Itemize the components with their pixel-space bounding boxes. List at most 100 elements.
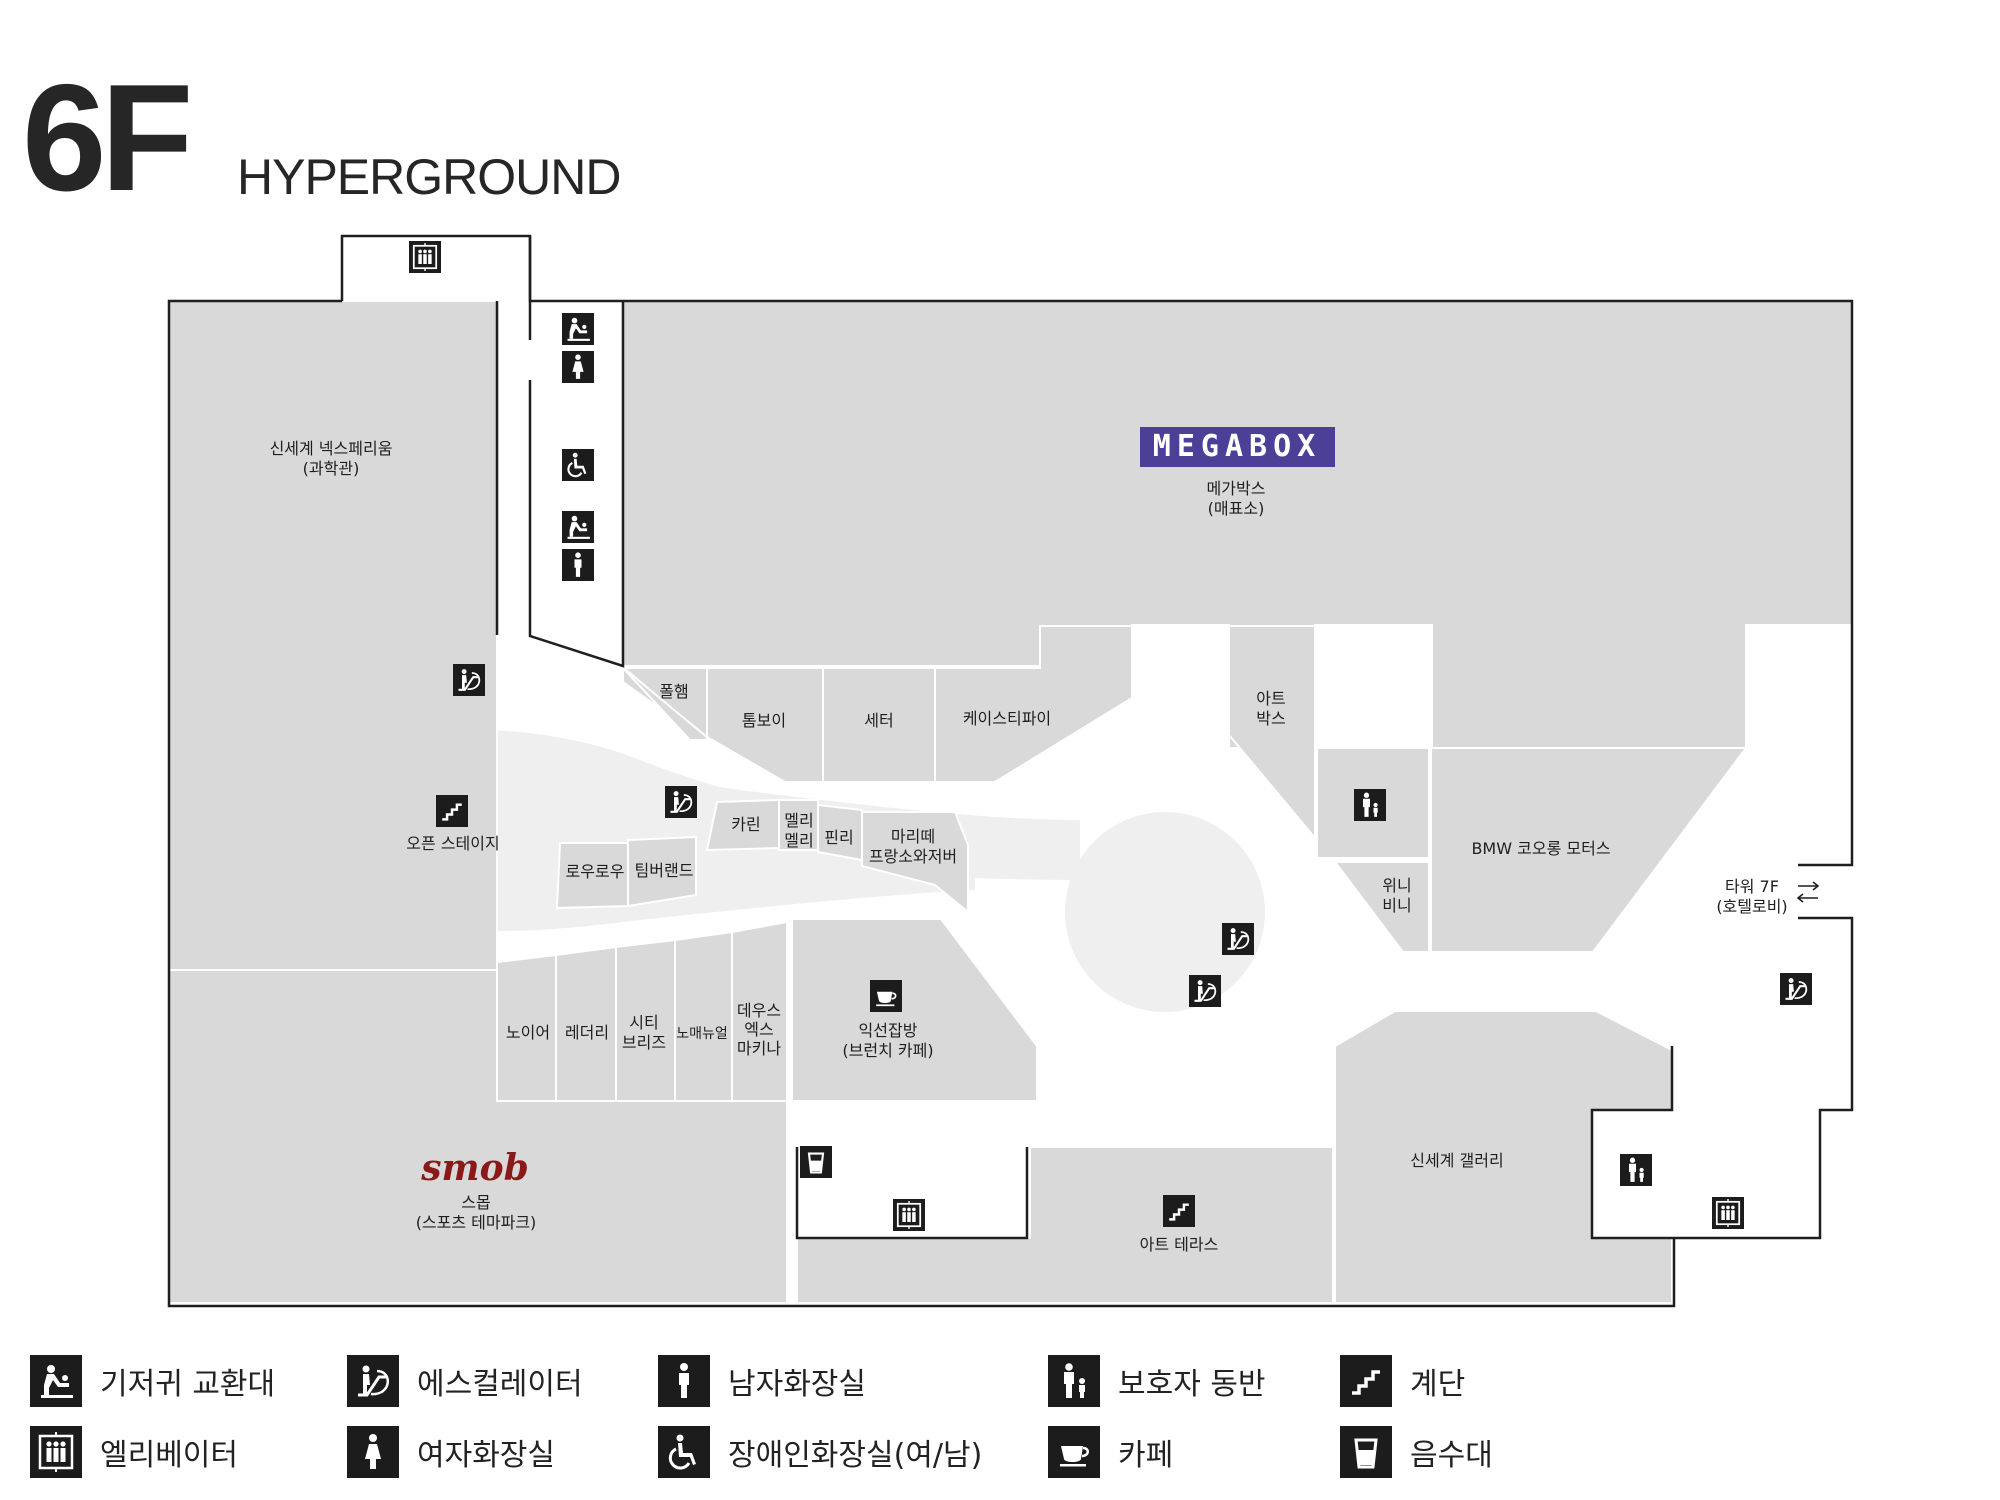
floor-map: MEGABOX smob 신세계 넥스페리움 (과학관) 메가박스 (매표소) … — [167, 234, 1854, 1308]
diaper-changing-icon — [562, 313, 594, 345]
store-art-terrace[interactable] — [796, 1146, 1334, 1304]
legend-label: 남자화장실 — [728, 1367, 866, 1402]
legend-label: 기저귀 교환대 — [100, 1367, 276, 1402]
legend-label: 계단 — [1410, 1367, 1466, 1402]
label-citybreeze-2: 브리즈 — [622, 1033, 666, 1052]
label-nexperium-1: 신세계 넥스페리움 — [270, 439, 393, 458]
accessible-restroom-icon — [658, 1426, 710, 1478]
label-polham: 폴햄 — [659, 682, 688, 701]
stairs-icon — [436, 795, 468, 827]
store-timberland[interactable] — [627, 835, 697, 908]
legend-item-escalator: 에스컬레이터 — [347, 1355, 583, 1407]
legend-item-elevator: 엘리베이터 — [30, 1426, 238, 1478]
label-winnie-2: 비니 — [1382, 896, 1411, 915]
tower-wall — [1590, 916, 1854, 1240]
legend-label: 음수대 — [1410, 1438, 1493, 1473]
store-marithe[interactable] — [861, 811, 969, 915]
central-atrium — [1065, 812, 1265, 1012]
diaper-changing-icon — [30, 1355, 82, 1407]
diaper-changing-icon — [562, 511, 594, 543]
accessible-restroom-icon — [562, 449, 594, 481]
label-art-terrace: 아트 테라스 — [1140, 1235, 1219, 1254]
label-iksun-1: 익선잡방 — [859, 1021, 918, 1040]
label-nexperium-2: (과학관) — [303, 459, 360, 478]
floor-number: 6F — [22, 53, 193, 223]
legend-item-womens: 여자화장실 — [347, 1426, 555, 1478]
label-winnie-1: 위니 — [1382, 876, 1411, 895]
outer-wall-left — [167, 299, 1676, 1308]
restroom-corridor-wall — [528, 236, 625, 668]
store-deus[interactable] — [731, 920, 788, 1102]
elevator-icon — [409, 241, 441, 273]
store-artbox[interactable] — [1228, 625, 1316, 841]
escalator-icon — [1189, 975, 1221, 1007]
label-melimeli-2: 멜리 — [784, 831, 813, 850]
store-winnie[interactable] — [1332, 861, 1430, 953]
store-iksun[interactable] — [791, 918, 1038, 1102]
label-casetify: 케이스티파이 — [963, 709, 1051, 728]
elevator-icon — [893, 1199, 925, 1231]
building-outline — [340, 234, 1854, 867]
legend-label: 엘리베이터 — [100, 1438, 238, 1473]
legend-item-stairs: 계단 — [1340, 1355, 1465, 1407]
label-rowrow: 로우로우 — [566, 862, 625, 881]
label-gallery: 신세계 갤러리 — [1410, 1151, 1503, 1170]
elevator-icon — [1712, 1197, 1744, 1229]
label-tomboy: 톰보이 — [742, 711, 786, 730]
store-setter[interactable] — [822, 667, 936, 783]
label-artbox-1: 아트 — [1256, 689, 1285, 708]
label-timberland: 팀버랜드 — [635, 861, 694, 880]
escalator-icon — [347, 1355, 399, 1407]
womens-restroom-icon — [347, 1426, 399, 1478]
store-casetify[interactable] — [934, 625, 1133, 783]
label-deus-1: 데우스 — [737, 1001, 781, 1020]
elevator-icon — [30, 1426, 82, 1478]
label-megabox-2: (매표소) — [1208, 499, 1265, 518]
store-nomanual[interactable] — [674, 930, 733, 1102]
store-tomboy[interactable] — [706, 667, 824, 783]
label-artbox-2: 박스 — [1256, 709, 1285, 728]
store-polham-area[interactable] — [621, 667, 708, 740]
label-pinri: 핀리 — [824, 828, 853, 847]
legend-label: 장애인화장실(여/남) — [728, 1438, 983, 1473]
smob-logo: smob — [420, 1147, 529, 1189]
label-citybreeze-1: 시티 — [629, 1013, 658, 1032]
legend-label: 보호자 동반 — [1118, 1367, 1266, 1402]
legend-item-family: 보호자 동반 — [1048, 1355, 1266, 1407]
megabox-logo: MEGABOX — [1140, 427, 1335, 467]
cafe-icon — [870, 980, 902, 1012]
label-marithe-2: 프랑소와저버 — [869, 847, 957, 866]
escalator-icon — [665, 786, 697, 818]
legend-label: 카페 — [1118, 1438, 1174, 1473]
stairs-icon — [1163, 1195, 1195, 1227]
central-plaza-band — [348, 730, 975, 932]
water-fountain-icon — [1340, 1426, 1392, 1478]
map-icons — [409, 241, 1812, 1231]
label-iksun-2: (브런치 카페) — [842, 1041, 933, 1060]
label-tower-1: 타워 7F — [1725, 877, 1779, 896]
elevator-hall-wall — [795, 1147, 1029, 1240]
label-open-stage: 오픈 스테이지 — [406, 834, 499, 853]
tower-arrows-icon — [1796, 881, 1820, 903]
megabox-logo-text: MEGABOX — [1153, 429, 1321, 464]
mens-restroom-icon — [562, 549, 594, 581]
label-setter: 세터 — [864, 711, 893, 730]
label-smob-2: (스포츠 테마파크) — [416, 1213, 537, 1232]
legend-item-accessible: 장애인화장실(여/남) — [658, 1426, 982, 1478]
family-restroom-icon — [1048, 1355, 1100, 1407]
store-nexperium[interactable] — [168, 300, 498, 971]
store-bmw[interactable] — [1430, 747, 1748, 953]
label-nomanual: 노매뉴얼 — [676, 1026, 728, 1042]
escalator-icon — [453, 664, 485, 696]
label-smob-1: 스몹 — [461, 1193, 490, 1212]
water-fountain-icon — [800, 1146, 832, 1178]
label-leather: 레더리 — [565, 1023, 609, 1042]
cafe-icon — [1048, 1426, 1100, 1478]
label-megabox-1: 메가박스 — [1207, 479, 1266, 498]
legend-item-diaper: 기저귀 교환대 — [30, 1355, 275, 1407]
label-bmw: BMW 코오롱 모터스 — [1471, 839, 1610, 858]
stairs-icon — [1340, 1355, 1392, 1407]
label-karin: 카린 — [731, 815, 760, 834]
label-noir: 노이어 — [506, 1023, 550, 1042]
legend-item-mens: 남자화장실 — [658, 1355, 866, 1407]
